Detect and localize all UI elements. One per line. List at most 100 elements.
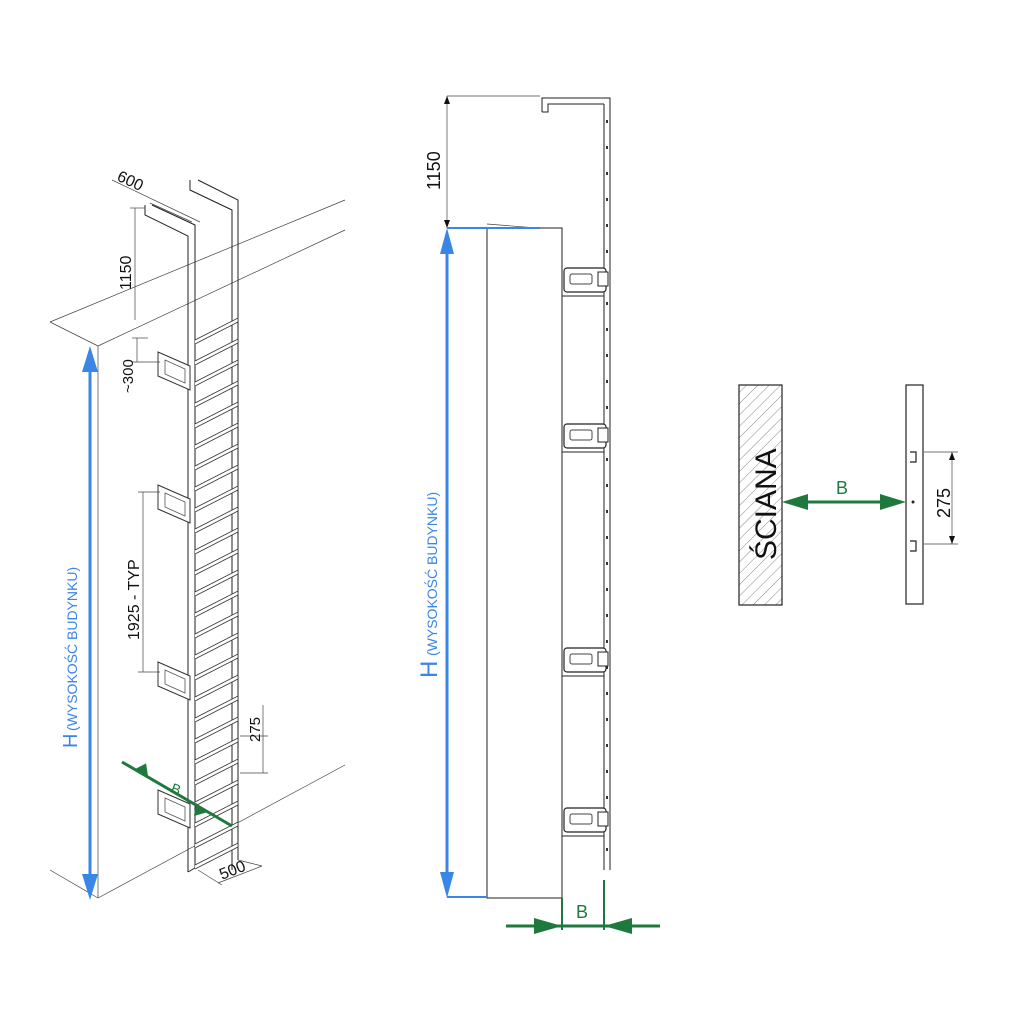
wall-brackets: [157, 351, 191, 829]
ladder-rung: [194, 485, 239, 513]
bracket-slot: [164, 669, 186, 694]
bracket-slot: [569, 813, 593, 825]
detail-rung-label: 275: [934, 488, 954, 518]
iso-height-letter: H: [60, 734, 82, 748]
detail-b-label: B: [836, 478, 848, 498]
rail-hole: [606, 120, 608, 123]
ladder-rung: [194, 569, 239, 597]
detail-rail: [905, 384, 924, 605]
ladder-rung: [194, 506, 239, 534]
detail-dim-275: 275: [924, 451, 958, 545]
rail-hole: [606, 146, 608, 149]
rail-hole: [606, 718, 608, 721]
ladder-rung: [194, 338, 239, 366]
rail-hole: [606, 848, 608, 851]
bracket-slot: [569, 273, 593, 285]
ladder-rung: [194, 590, 239, 618]
rail-hole: [606, 536, 608, 539]
rail-hole: [606, 562, 608, 565]
rail-hole: [606, 458, 608, 461]
dim-width-label: 600: [114, 168, 145, 195]
side-view: 1150 H (WYSOKOŚĆ BUDYNKU) B: [416, 95, 660, 934]
ladder-rung: [194, 653, 239, 681]
detail-dim-offset: B: [782, 478, 906, 510]
dim-offset-300-label: ~300: [120, 359, 137, 393]
ladder-rung: [194, 464, 239, 492]
rail-hole: [606, 250, 608, 253]
detail-wall: [738, 384, 783, 606]
rail-hole: [606, 302, 608, 305]
ladder-rung: [194, 632, 239, 660]
rail-hole: [606, 666, 608, 669]
ladder-rung: [194, 611, 239, 639]
rail-hole: [606, 692, 608, 695]
ladder-rung: [194, 527, 239, 555]
bracket-slot: [164, 359, 186, 384]
side-ladder-rail: [541, 97, 611, 870]
wall-bracket: [157, 484, 191, 524]
rail-hole: [606, 770, 608, 773]
ladder-rung: [194, 758, 239, 786]
bracket-slot: [569, 653, 593, 665]
detail-view: ŚCIANA B 275: [738, 384, 958, 606]
side-b-label: B: [576, 902, 588, 922]
bracket-slot: [164, 797, 186, 822]
side-dim-height: H (WYSOKOŚĆ BUDYNKU): [416, 227, 540, 898]
bracket-slot: [164, 492, 186, 517]
rail-hole: [606, 406, 608, 409]
isometric-view: 600 1150 ~300 1925 - TYP 275: [49, 168, 346, 900]
ladder-rung: [194, 317, 239, 345]
ladder-rung: [194, 779, 239, 807]
ladder-rung: [194, 548, 239, 576]
dim-top-1150: 1150: [118, 207, 145, 320]
side-height-letter: H: [416, 661, 443, 678]
rail-hole: [606, 380, 608, 383]
rail-hole: [606, 744, 608, 747]
side-height-caption: (WYSOKOŚĆ BUDYNKU): [423, 492, 440, 656]
ladder-rung: [194, 380, 239, 408]
dim-rung-275: 275: [240, 705, 268, 774]
dim-bracket-spacing: 1925 - TYP: [126, 491, 160, 673]
rail-hole: [606, 172, 608, 175]
rail-hole: [606, 588, 608, 591]
rail-holes: [606, 120, 608, 851]
bracket-bolt: [597, 271, 609, 287]
ladder-rung: [194, 821, 239, 849]
iso-height-caption: (WYSOKOŚĆ BUDYNKU): [63, 567, 80, 731]
bracket-bolt: [597, 427, 609, 443]
rail-hole: [606, 354, 608, 357]
wall-bracket: [157, 351, 191, 391]
rail-hole: [606, 328, 608, 331]
dim-width-600: 600: [111, 168, 201, 223]
side-dim-1150: 1150: [424, 95, 540, 228]
ladder-rungs: [194, 317, 239, 870]
dim-top-label: 1150: [118, 255, 135, 290]
ladder-rung: [194, 737, 239, 765]
dim-rung-label: 275: [247, 717, 264, 742]
rail-hole: [606, 484, 608, 487]
rail-hole: [606, 796, 608, 799]
ladder-rung: [194, 422, 239, 450]
side-wall: [486, 227, 563, 899]
ladder-rung: [194, 674, 239, 702]
bracket-slot: [569, 429, 593, 441]
ladder-rung: [194, 842, 239, 870]
bracket-bolt: [597, 811, 609, 827]
dim-bracket-offset: ~300: [120, 337, 160, 393]
detail-wall-label: ŚCIANA: [749, 448, 783, 560]
dim-height-iso: H (WYSOKOŚĆ BUDYNKU): [60, 346, 98, 900]
side-brackets: [562, 267, 609, 837]
rail-hole: [606, 224, 608, 227]
ladder-rung: [194, 716, 239, 744]
rail-hole: [606, 510, 608, 513]
ladder-rung: [194, 359, 239, 387]
bracket-bolt: [597, 651, 609, 667]
ladder-rung: [194, 443, 239, 471]
rail-hole: [606, 640, 608, 643]
rail-hole: [606, 198, 608, 201]
wall-bracket: [157, 661, 191, 701]
ladder-rung: [194, 401, 239, 429]
side-dim-top-label: 1150: [424, 151, 444, 190]
